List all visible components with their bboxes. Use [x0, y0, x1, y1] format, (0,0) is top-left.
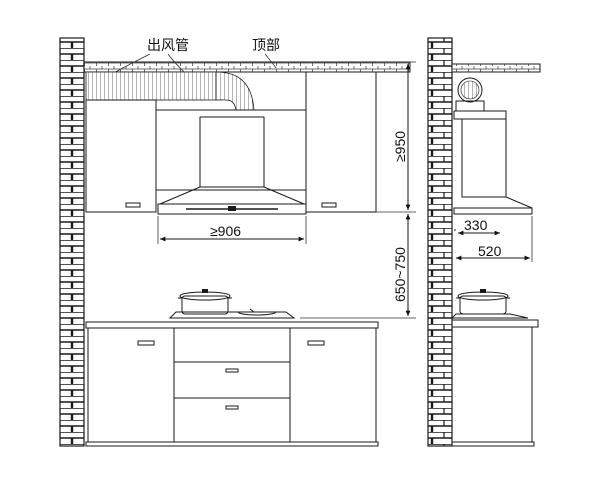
- upper-right-cabinet: [305, 71, 377, 213]
- depth-330-value: 330: [464, 217, 488, 233]
- hood-width-dimension: ≥906: [157, 216, 307, 244]
- left-brick-wall: [59, 37, 85, 447]
- side-stove-and-pot: [450, 289, 529, 319]
- depth-520-value: 520: [478, 243, 502, 259]
- hood-width-value: ≥906: [210, 223, 241, 239]
- ceiling-label: 顶部: [252, 38, 280, 54]
- stove-and-pot: [168, 289, 296, 319]
- ceiling-slab: [83, 61, 411, 73]
- exhaust-duct: [85, 71, 255, 111]
- lower-cabinets: [85, 321, 379, 447]
- hood-bulkhead: [155, 109, 307, 191]
- install-height-value: 650~750: [392, 247, 408, 302]
- duct-label: 出风管: [147, 38, 189, 54]
- side-depth-dimensions: 330 520: [454, 216, 533, 262]
- upper-left-cabinet: [85, 99, 157, 213]
- cabinet-height-value: ≥950: [392, 131, 408, 162]
- side-brick-wall: [427, 37, 453, 447]
- side-ceiling: [451, 63, 541, 73]
- range-hood-side: [453, 110, 533, 215]
- side-duct: [455, 77, 485, 112]
- range-hood-front: [157, 116, 307, 215]
- side-base-cabinet: [451, 319, 539, 447]
- vertical-dimensions: ≥950 650~750: [300, 61, 416, 319]
